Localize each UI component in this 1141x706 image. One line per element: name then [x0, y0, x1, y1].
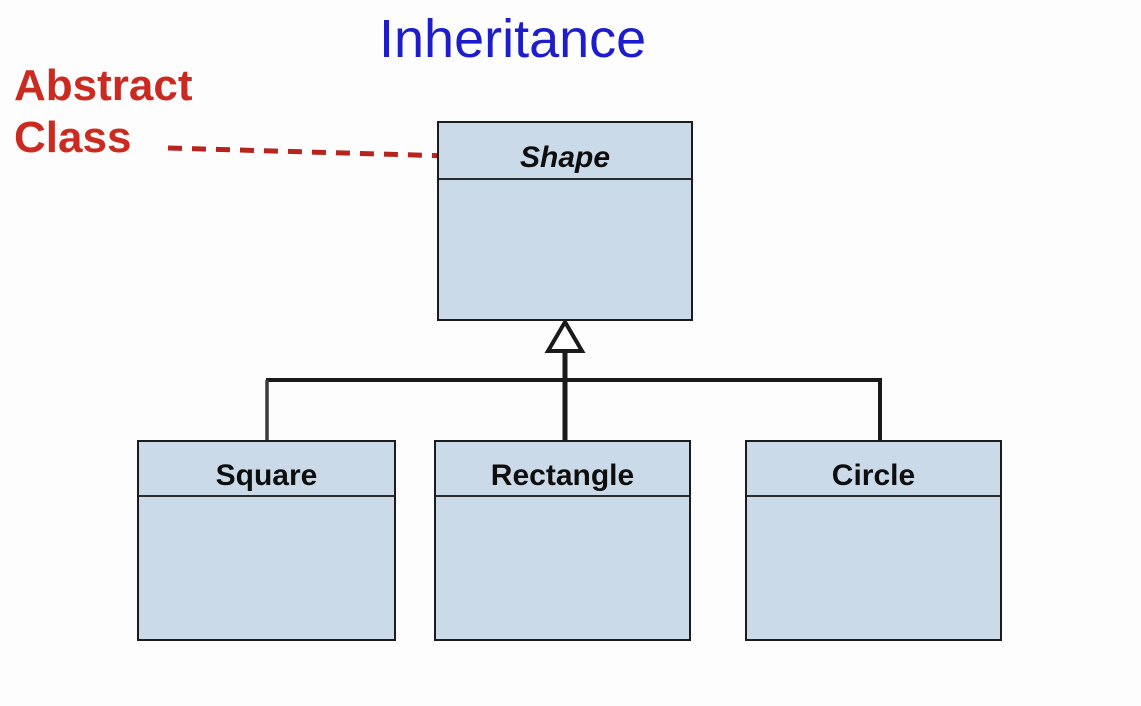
class-box-shape-header: Shape — [439, 123, 691, 180]
diagram-title: Inheritance — [379, 9, 647, 69]
class-box-square: Square — [137, 440, 396, 641]
connector-horizontal-and-right-drop — [266, 378, 882, 449]
class-box-rectangle-header: Rectangle — [436, 442, 689, 497]
dashed-arrow-line — [167, 145, 451, 159]
class-box-rectangle: Rectangle — [434, 440, 691, 641]
abstract-class-label-line2: Class — [14, 113, 132, 162]
class-box-square-header: Square — [139, 442, 394, 497]
generalization-triangle-icon — [544, 318, 586, 353]
class-box-shape: Shape — [437, 121, 693, 321]
class-box-circle-header: Circle — [747, 442, 1000, 497]
class-box-circle: Circle — [745, 440, 1002, 641]
abstract-class-label-line1: Abstract — [14, 61, 193, 110]
class-name-label-rectangle: Rectangle — [490, 458, 635, 492]
class-name-label-shape: Shape — [519, 140, 611, 174]
abstract-class-label: Abstract Class — [14, 60, 193, 164]
class-name-label-circle: Circle — [831, 458, 916, 492]
class-name-label-square: Square — [215, 458, 318, 492]
